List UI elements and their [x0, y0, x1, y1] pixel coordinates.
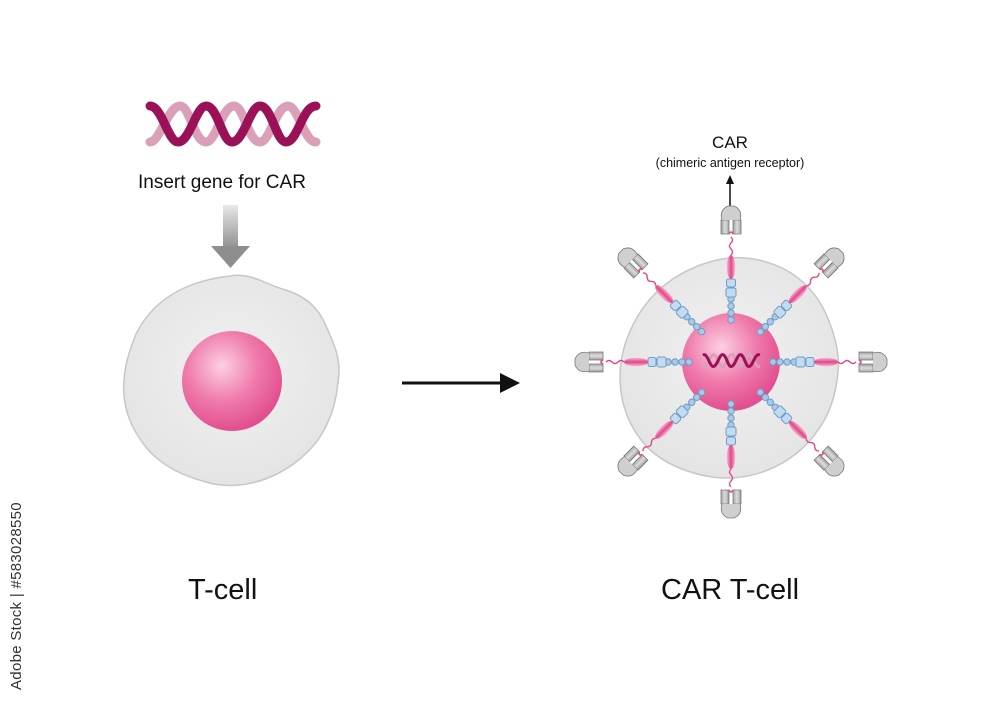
car-pointer-arrow-icon	[726, 175, 734, 206]
car-full-name-label: (chimeric antigen receptor)	[655, 156, 805, 170]
car-t-cell-label: CAR T-cell	[661, 574, 800, 606]
t-cell-nucleus	[182, 331, 282, 431]
stock-credit-text: Adobe Stock | #583028550	[8, 502, 25, 690]
t-cell-label: T-cell	[188, 574, 258, 606]
car-t-cell-nucleus	[682, 313, 780, 411]
car-label: CAR	[712, 133, 748, 152]
process-arrow-icon	[402, 373, 520, 393]
down-arrow-icon	[211, 205, 250, 268]
insert-gene-label: Insert gene for CAR	[138, 172, 306, 193]
